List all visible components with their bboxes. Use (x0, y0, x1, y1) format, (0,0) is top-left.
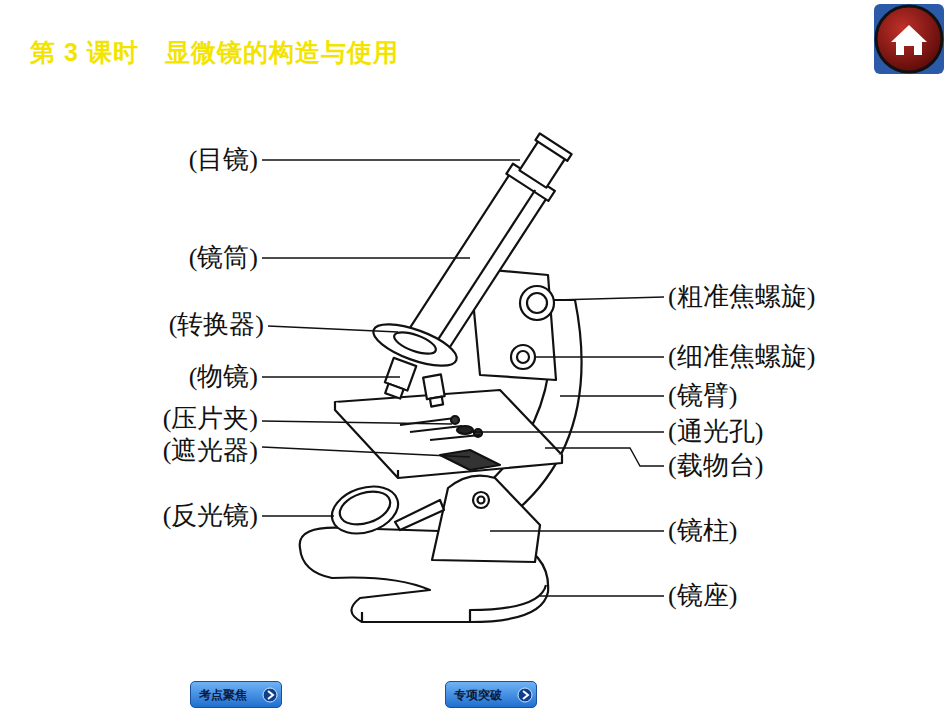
nav-button: 考点聚焦 (190, 681, 282, 708)
part-label: (目镜) (189, 146, 258, 175)
part-label: (反光镜) (163, 502, 258, 531)
home-icon (874, 4, 944, 74)
nav-button: 专项突破 (445, 681, 537, 708)
button-text: 专项突破 (454, 688, 502, 702)
part-label: (载物台) (668, 452, 763, 481)
part-label: (粗准焦螺旋) (668, 283, 815, 312)
part-label: (压片夹) (163, 405, 258, 434)
part-label: (镜柱) (668, 517, 737, 546)
tube (407, 169, 550, 357)
mirror (326, 479, 404, 542)
part-label: (细准焦螺旋) (668, 343, 815, 372)
part-label: (镜臂) (668, 382, 737, 411)
coarse-knob (520, 286, 554, 320)
arrow-icon (262, 687, 278, 703)
part-label: (镜筒) (189, 244, 258, 273)
part-label: (物镜) (189, 363, 258, 392)
leader-lines (262, 160, 664, 596)
part-label: (遮光器) (163, 437, 258, 466)
arrow-icon (517, 687, 533, 703)
part-label: (镜座) (668, 582, 737, 611)
fine-knob (511, 345, 535, 369)
part-label: (转换器) (169, 311, 264, 340)
page-title: 第 3 课时 显微镜的构造与使用 (30, 36, 399, 69)
part-label: (通光孔) (668, 418, 763, 447)
pillar (432, 476, 540, 562)
button-text: 考点聚焦 (199, 688, 247, 702)
